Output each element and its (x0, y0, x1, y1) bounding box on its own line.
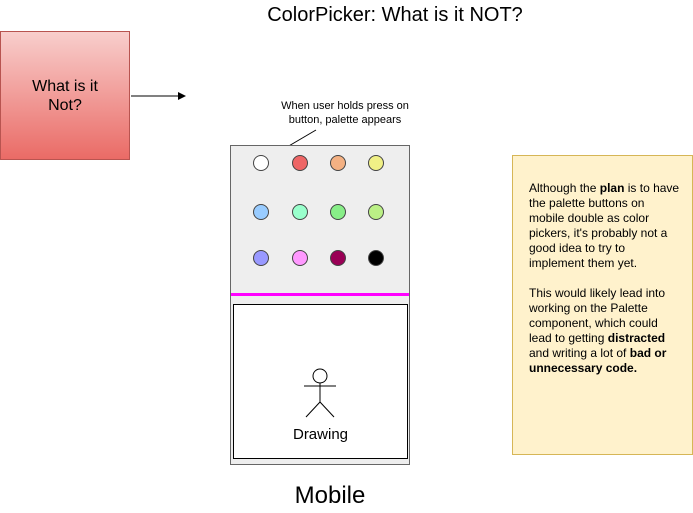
palette-swatch-4[interactable] (368, 155, 384, 171)
palette-swatch-2[interactable] (292, 155, 308, 171)
note-paragraph-2: This would likely lead into working on t… (529, 286, 667, 375)
palette-swatch-9[interactable] (253, 250, 269, 266)
diagram-title: ColorPicker: What is it NOT? (267, 4, 523, 26)
palette-swatch-12[interactable] (368, 250, 384, 266)
palette-swatch-6[interactable] (292, 204, 308, 220)
stick-figure-head (312, 368, 328, 384)
question-box-label: What is it Not? (32, 77, 98, 114)
palette-swatch-3[interactable] (330, 155, 346, 171)
question-box: What is it Not? (0, 31, 130, 160)
note-box: Although the plan is to have the palette… (512, 155, 693, 455)
palette-swatch-11[interactable] (330, 250, 346, 266)
stick-figure-right-leg (319, 401, 335, 418)
mobile-label: Mobile (294, 482, 366, 509)
drawing-label: Drawing (292, 426, 349, 443)
stick-figure-left-leg (305, 401, 321, 418)
palette-divider (231, 293, 409, 296)
palette-swatch-8[interactable] (368, 204, 384, 220)
palette-swatch-7[interactable] (330, 204, 346, 220)
annotation-text: When user holds press on button, palette… (281, 100, 409, 126)
palette-swatch-1[interactable] (253, 155, 269, 171)
palette-swatch-10[interactable] (292, 250, 308, 266)
palette-swatch-5[interactable] (253, 204, 269, 220)
note-paragraph-1: Although the plan is to have the palette… (529, 181, 680, 270)
